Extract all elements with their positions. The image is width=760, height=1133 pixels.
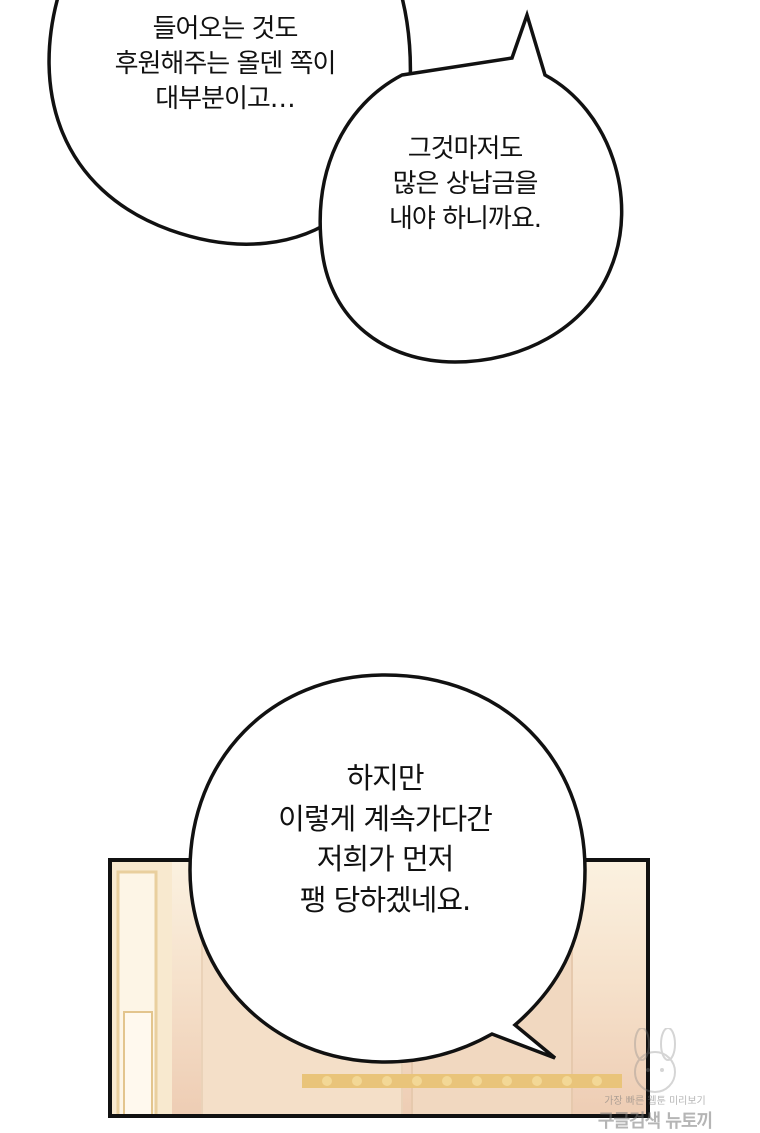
watermark-site: 구글검색 뉴토끼 bbox=[597, 1111, 713, 1132]
dialogue-line: 많은 상납금을 bbox=[392, 169, 539, 200]
dialogue-line: 대부분이고… bbox=[155, 84, 296, 115]
dialogue-line: 그것마저도 bbox=[407, 134, 524, 164]
dialogue-line: 하지만 bbox=[346, 761, 424, 795]
dialogue-line: 들어오는 것도 bbox=[152, 14, 299, 44]
bubble-text-top-right: 그것마저도 많은 상납금을 내야 하니까요. bbox=[345, 132, 585, 237]
dialogue-line: 이렇게 계속가다간 bbox=[278, 801, 493, 836]
speech-bubble-top-right bbox=[318, 9, 624, 364]
dialogue-line: 팽 당하겠네요. bbox=[299, 882, 472, 917]
dialogue-line: 후원해주는 올덴 쪽이 bbox=[114, 49, 337, 80]
bubble-text-top-left: 들어오는 것도 후원해주는 올덴 쪽이 대부분이고… bbox=[70, 12, 380, 117]
dialogue-line: 내야 하니까요. bbox=[388, 204, 542, 235]
speech-bubble-bottom bbox=[188, 673, 587, 1064]
speech-bubbles bbox=[47, 0, 624, 1064]
dialogue-line: 저희가 먼저 bbox=[316, 842, 455, 877]
mascot-watermark-icon bbox=[634, 1028, 676, 1093]
watermark: 가장 빠른 웹툰 미리보기 구글검색 뉴토끼 bbox=[565, 1028, 745, 1133]
bubble-text-bottom: 하지만 이렇게 계속가다간 저희가 먼저 팽 당하겠네요. bbox=[210, 758, 560, 920]
